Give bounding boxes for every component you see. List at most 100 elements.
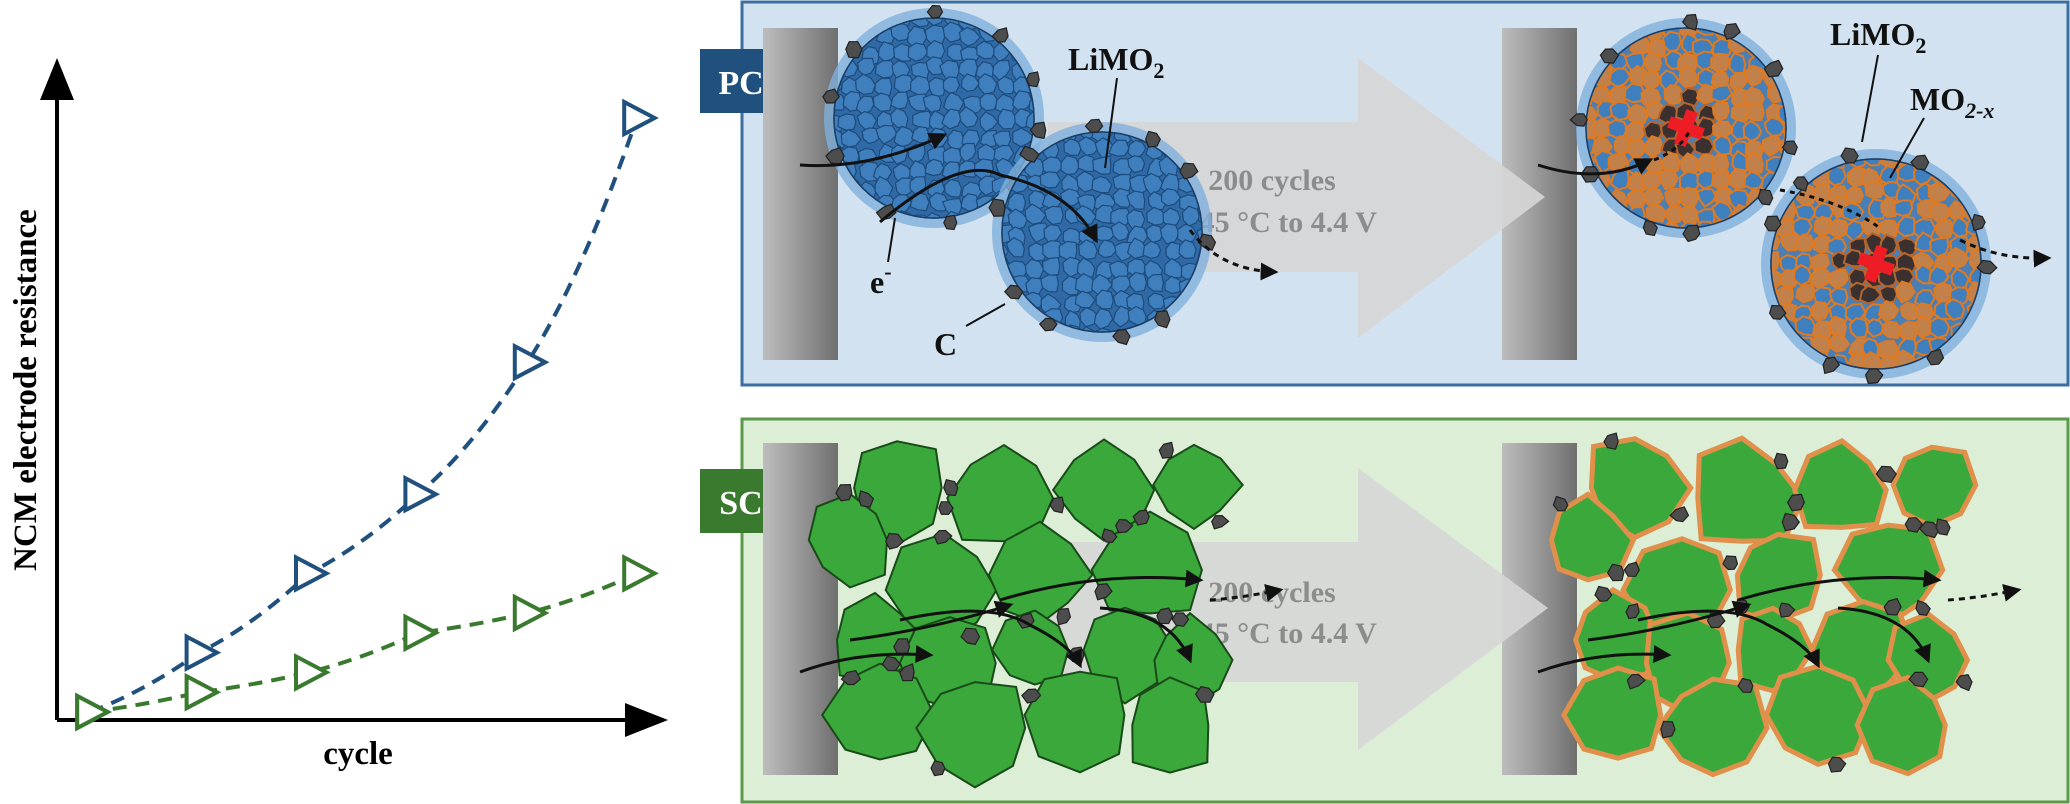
primary-grain (958, 26, 981, 47)
carbon-black (1778, 602, 1796, 618)
secondary-particle-2 (988, 118, 1217, 346)
primary-grain (1878, 218, 1899, 238)
primary-grain (1145, 224, 1164, 244)
carbon-black (1660, 720, 1676, 739)
primary-grain (1866, 317, 1885, 338)
primary-grain (1844, 186, 1864, 205)
carbon-black (1763, 215, 1782, 232)
carbon-black (1822, 356, 1841, 375)
carbon-black (1722, 555, 1739, 571)
carbon-black (1763, 59, 1784, 78)
primary-grain (1093, 307, 1114, 330)
pc-limo2-after-label: LiMO2 (1830, 16, 1926, 58)
primary-grain (1027, 222, 1050, 244)
secondary-particle-4 (1761, 147, 1998, 385)
primary-grain (1112, 187, 1133, 208)
electron-path-1 (1537, 644, 1672, 674)
primary-grain (996, 75, 1016, 95)
primary-grain (1039, 171, 1062, 189)
primary-grain (1711, 170, 1731, 191)
data-point-pc-2 (184, 633, 222, 672)
sc-cycled-particles (1537, 432, 2022, 778)
pc-limo2-label: LiMO2 (1068, 41, 1164, 83)
carbon-black (933, 529, 953, 545)
carbon-black (1669, 506, 1690, 523)
primary-grain (1159, 223, 1180, 245)
primary-grain (1935, 218, 1955, 239)
pc-limo2-pointer (1104, 77, 1118, 169)
carbon-black (1021, 688, 1042, 704)
data-point-sc-6 (622, 554, 659, 593)
primary-grain (1025, 110, 1034, 131)
primary-grain (1623, 82, 1647, 104)
pc-current-collector-left (763, 28, 838, 360)
primary-grain (1947, 246, 1970, 269)
primary-grain (1827, 165, 1847, 187)
primary-grain (1607, 152, 1629, 174)
primary-grain (1696, 169, 1716, 190)
primary-grain (976, 40, 997, 60)
electron-path-5 (1099, 606, 1193, 664)
primary-grain (1027, 242, 1047, 262)
series-line-pc (89, 117, 639, 714)
carbon-black (1626, 673, 1646, 690)
primary-grain (1127, 155, 1146, 174)
primary-grain (1878, 353, 1899, 369)
primary-grain (1094, 204, 1116, 224)
primary-grain (1178, 239, 1197, 260)
carbon-black (1935, 518, 1951, 536)
primary-grain (1810, 300, 1830, 322)
electron-path-cycled-out (1959, 238, 2052, 268)
primary-grain (942, 21, 965, 43)
pc-arrow-text-line1: 200 cycles (1208, 164, 1335, 197)
primary-grain (1950, 215, 1970, 238)
primary-grain (1782, 121, 1786, 144)
y-axis-label: NCM electrode resistance (8, 209, 44, 571)
primary-grain (872, 162, 893, 183)
carbon-black (1681, 13, 1698, 31)
primary-grain (1077, 154, 1098, 172)
electron-path-cycled-2 (1779, 188, 1881, 230)
carbon-black (1599, 48, 1620, 64)
primary-grain (1128, 271, 1148, 293)
primary-grain (1763, 116, 1786, 137)
electron-path-cycled-1 (1537, 158, 1654, 176)
primary-grain (1777, 102, 1786, 125)
primary-grain (1771, 267, 1784, 291)
primary-grain (997, 108, 1018, 130)
primary-grain (1661, 30, 1682, 54)
primary-grain (1845, 219, 1865, 242)
primary-grain (1880, 196, 1899, 218)
sc-pristine-layer (799, 438, 1284, 789)
carbon-black (1883, 597, 1902, 616)
carbon-black (1737, 677, 1754, 694)
primary-grain (1005, 236, 1026, 258)
primary-grain (1927, 182, 1952, 204)
primary-grain (1108, 139, 1130, 157)
carbon-black (1875, 465, 1897, 483)
primary-grain (840, 129, 862, 148)
carbon-black (1840, 147, 1859, 164)
carbon-black (1552, 495, 1569, 512)
carbon-black (835, 483, 853, 502)
carbon-black (1757, 188, 1774, 206)
primary-grain (1642, 135, 1664, 158)
crack-mark-horizontal (1667, 116, 1705, 140)
primary-grain (1110, 221, 1130, 242)
primary-grain (1606, 118, 1629, 139)
primary-grain (907, 214, 931, 218)
carbon-black (1049, 496, 1065, 514)
carbon-black (1603, 432, 1619, 450)
secondary-particle-1 (822, 4, 1047, 231)
primary-grain (924, 18, 945, 27)
electron-path-out (1188, 229, 1279, 281)
primary-grain (1743, 170, 1766, 190)
carbon-black (1623, 561, 1640, 577)
data-point-pc-5 (512, 342, 550, 382)
primary-grain (1061, 275, 1080, 296)
primary-grain (1828, 268, 1850, 290)
primary-grain (1660, 150, 1681, 173)
carbon-black (1768, 304, 1787, 320)
single-crystal-4 (1890, 444, 1979, 530)
data-point-sc-1 (75, 692, 112, 732)
